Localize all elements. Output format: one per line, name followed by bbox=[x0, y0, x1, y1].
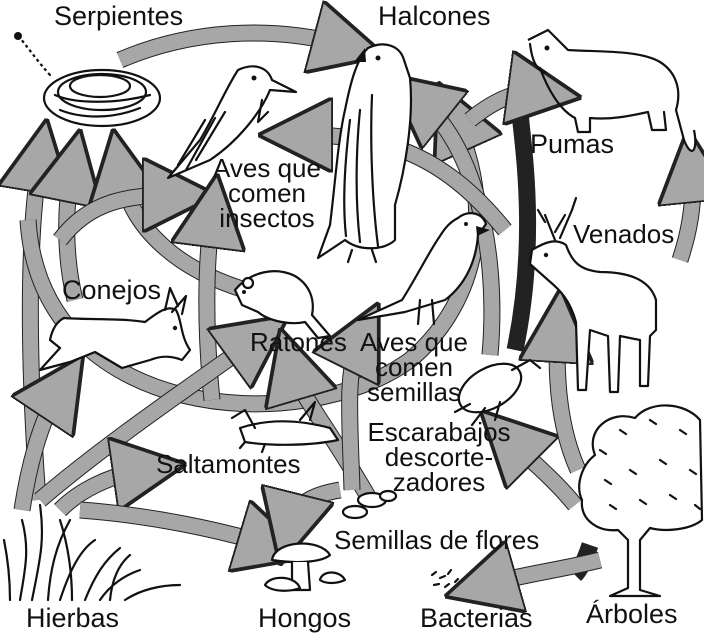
label-escarabajos: Escarabajos descorte- zadores bbox=[366, 420, 512, 495]
label-conejos: Conejos bbox=[62, 278, 161, 303]
label-aves-insectos-3: insectos bbox=[212, 206, 322, 231]
label-escarabajos-3: zadores bbox=[366, 470, 512, 495]
label-saltamontes: Saltamontes bbox=[156, 452, 301, 477]
label-arboles: Árboles bbox=[586, 602, 678, 627]
label-hongos: Hongos bbox=[258, 606, 351, 631]
label-halcones: Halcones bbox=[378, 4, 491, 29]
label-ratones: Ratones bbox=[250, 330, 347, 355]
label-bacterias: Bacterias bbox=[420, 606, 533, 631]
hawk-icon bbox=[318, 44, 411, 262]
mushroom-icon bbox=[265, 544, 345, 591]
label-aves-insectos: Aves que comen insectos bbox=[212, 156, 322, 231]
label-aves-semillas-3: semillas bbox=[358, 380, 470, 405]
label-semillas-flores: Semillas de flores bbox=[334, 528, 539, 553]
label-venados: Venados bbox=[573, 222, 674, 247]
bacteria-icon bbox=[432, 570, 458, 587]
label-hierbas: Hierbas bbox=[26, 606, 119, 631]
label-pumas: Pumas bbox=[530, 132, 614, 157]
seeds-icon bbox=[343, 491, 396, 518]
label-serpientes: Serpientes bbox=[54, 4, 183, 29]
label-aves-semillas: Aves que comen semillas bbox=[358, 330, 470, 405]
